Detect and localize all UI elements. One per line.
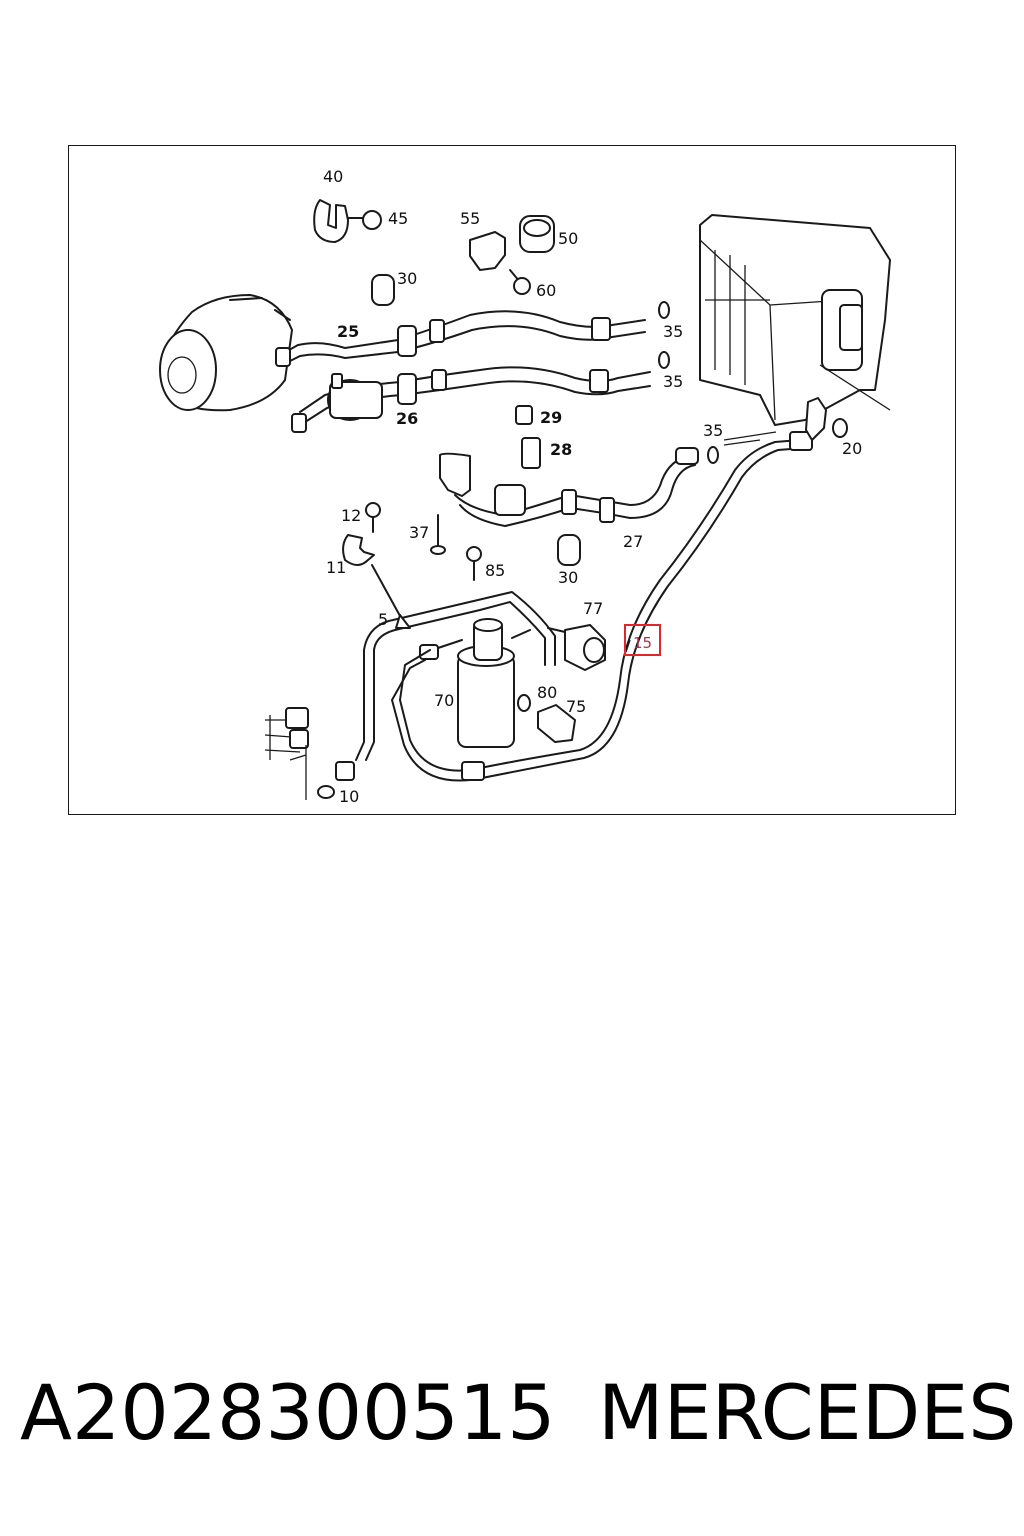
- callout-35-a: 35: [663, 322, 683, 341]
- callout-45: 45: [388, 209, 408, 228]
- line-15: [479, 397, 827, 779]
- hose-25: [275, 310, 646, 367]
- screw-60: [509, 269, 531, 295]
- valve-cap-29: [515, 405, 533, 425]
- callout-10: 10: [339, 787, 359, 806]
- screw-85: [466, 546, 482, 581]
- callout-77: 77: [583, 599, 603, 618]
- clip-40: [313, 199, 349, 243]
- callout-12: 12: [341, 506, 361, 525]
- highlighted-callout-15[interactable]: 15: [624, 624, 661, 656]
- callout-26: 26: [396, 409, 418, 428]
- callout-50: 50: [558, 229, 578, 248]
- grommet-50: [519, 215, 555, 253]
- callout-35-c: 35: [703, 421, 723, 440]
- line-5: [335, 564, 556, 781]
- callout-70: 70: [434, 691, 454, 710]
- hose-27: [439, 447, 699, 527]
- bolt-45: [347, 210, 382, 230]
- line-drier-return: [399, 649, 471, 772]
- washer-35-b: [658, 351, 670, 369]
- switch-75: [537, 704, 576, 743]
- callout-29: 29: [540, 408, 562, 427]
- screw-12: [365, 502, 381, 518]
- callouts: 40 45 55 50 30 60 25 35 35 26 29 28 35 2…: [323, 167, 862, 806]
- bracket-55: [469, 231, 506, 271]
- callout-37: 37: [409, 523, 429, 542]
- receiver-drier-70: [419, 618, 531, 748]
- callout-35-b: 35: [663, 372, 683, 391]
- callout-20: 20: [842, 439, 862, 458]
- callout-25: 25: [337, 322, 359, 341]
- callout-5: 5: [378, 610, 388, 629]
- highlight-box: [624, 624, 661, 656]
- grommet-30-top: [371, 274, 395, 306]
- part-number: A2028300515: [20, 1368, 556, 1457]
- valve-28: [521, 437, 541, 469]
- evaporator-housing: [699, 214, 891, 426]
- callout-15: 15: [633, 634, 652, 652]
- callout-75: 75: [566, 697, 586, 716]
- grommet-30-bottom: [557, 534, 581, 566]
- washer-35-c: [707, 446, 719, 464]
- callout-30-bottom: 30: [558, 568, 578, 587]
- callout-27: 27: [623, 532, 643, 551]
- washer-35-a: [658, 301, 670, 319]
- seal-10: [317, 785, 335, 799]
- callout-40: 40: [323, 167, 343, 186]
- callout-80: 80: [537, 683, 557, 702]
- condenser-bracket: [264, 707, 309, 760]
- callout-60: 60: [536, 281, 556, 300]
- callout-28: 28: [550, 440, 572, 459]
- switch-77: [547, 624, 606, 671]
- callout-55: 55: [460, 209, 480, 228]
- bolt-37: [430, 514, 446, 555]
- clip-11: [342, 534, 375, 566]
- callout-85: 85: [485, 561, 505, 580]
- compressor: [159, 294, 293, 412]
- callout-11: 11: [326, 558, 346, 577]
- washer-20: [832, 418, 848, 438]
- washer-80: [517, 694, 531, 712]
- leader-lines: [289, 431, 777, 800]
- callout-30-top: 30: [397, 269, 417, 288]
- hose-26: [291, 366, 651, 433]
- brand-name: MERCEDES: [598, 1368, 1017, 1457]
